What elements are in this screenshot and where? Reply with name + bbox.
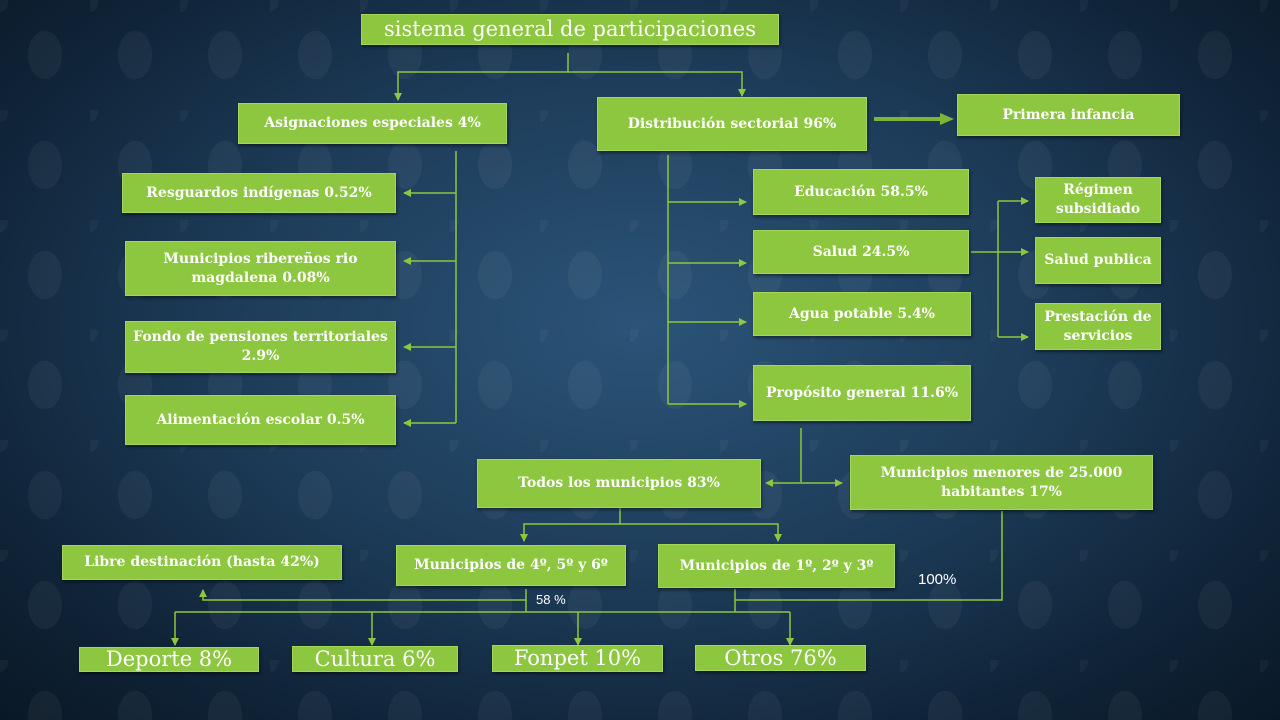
municipios-menores-box: Municipios menores de 25.000 habitantes …	[850, 455, 1153, 510]
libre-destinacion-box: Libre destinación (hasta 42%)	[62, 545, 342, 580]
proposito-general-label: Propósito general 11.6%	[765, 384, 959, 401]
asignaciones-especiales-box: Asignaciones especiales 4%	[238, 103, 507, 144]
municipios-riberenos-box: Municipios ribereños rio magdalena 0.08%	[125, 241, 396, 296]
distribucion-sectorial-box: Distribución sectorial 96%	[597, 97, 867, 151]
proposito-general-box: Propósito general 11.6%	[753, 365, 971, 421]
fonpet-box: Fonpet 10%	[492, 645, 663, 672]
connector-title-left	[394, 71, 568, 101]
pct-58-label: 58 %	[536, 592, 566, 607]
otros-label: Otros 76%	[724, 645, 837, 670]
primera-infancia-label: Primera infancia	[1002, 106, 1135, 123]
municipios-456-label: Municipios de 4º, 5º y 6º	[414, 557, 608, 574]
connector-title-right	[568, 71, 746, 97]
title-text: sistema general de participaciones	[383, 17, 756, 42]
title-box: sistema general de participaciones	[361, 14, 779, 45]
distribucion-sectorial-label: Distribución sectorial 96%	[627, 115, 837, 132]
asignaciones-especiales-label: Asignaciones especiales 4%	[264, 115, 481, 132]
regimen-subsidiado-label: Régimen subsidiado	[1055, 182, 1141, 217]
salud-publica-box: Salud publica	[1035, 237, 1161, 284]
libre-destinacion-label: Libre destinación (hasta 42%)	[84, 554, 320, 571]
connector-menores-down	[735, 511, 1003, 601]
todos-municipios-box: Todos los municipios 83%	[477, 459, 761, 508]
municipios-menores-label: Municipios menores de 25.000 habitantes …	[880, 464, 1123, 500]
arrow-to-primera-infancia	[874, 113, 954, 125]
municipios-456-box: Municipios de 4º, 5º y 6º	[396, 545, 626, 586]
resguardos-indigenas-label: Resguardos indígenas 0.52%	[146, 184, 372, 201]
resguardos-indigenas-box: Resguardos indígenas 0.52%	[122, 173, 396, 213]
alimentacion-escolar-label: Alimentación escolar 0.5%	[156, 411, 365, 428]
pct-100-label: 100%	[918, 571, 957, 588]
salud-label: Salud 24.5%	[812, 243, 910, 260]
educacion-label: Educación 58.5%	[794, 183, 928, 200]
municipios-riberenos-label: Municipios ribereños rio magdalena 0.08%	[163, 250, 358, 286]
agua-potable-label: Agua potable 5.4%	[789, 305, 935, 322]
fonpet-label: Fonpet 10%	[513, 646, 642, 671]
todos-municipios-label: Todos los municipios 83%	[518, 475, 720, 492]
municipios-123-label: Municipios de 1º, 2º y 3º	[679, 557, 874, 574]
cultura-box: Cultura 6%	[292, 646, 458, 672]
primera-infancia-box: Primera infancia	[957, 94, 1180, 136]
educacion-box: Educación 58.5%	[753, 169, 969, 215]
otros-box: Otros 76%	[695, 645, 866, 671]
municipios-123-box: Municipios de 1º, 2º y 3º	[658, 544, 895, 588]
alimentacion-escolar-box: Alimentación escolar 0.5%	[125, 395, 396, 445]
fondo-pensiones-label: Fondo de pensiones territoriales 2.9%	[133, 329, 388, 364]
connector-to-libre	[199, 589, 526, 601]
prestacion-servicios-label: Prestación de servicios	[1044, 308, 1152, 344]
connector-to-123	[620, 523, 782, 542]
fondo-pensiones-box: Fondo de pensiones territoriales 2.9%	[125, 321, 396, 373]
regimen-subsidiado-box: Régimen subsidiado	[1035, 177, 1161, 223]
deporte-label: Deporte 8%	[105, 647, 233, 672]
cultura-label: Cultura 6%	[314, 646, 436, 671]
deporte-box: Deporte 8%	[79, 647, 259, 672]
agua-potable-box: Agua potable 5.4%	[753, 292, 971, 336]
prestacion-servicios-box: Prestación de servicios	[1035, 303, 1161, 350]
salud-box: Salud 24.5%	[753, 230, 969, 274]
salud-publica-label: Salud publica	[1044, 252, 1152, 269]
connector-to-456	[520, 523, 620, 542]
